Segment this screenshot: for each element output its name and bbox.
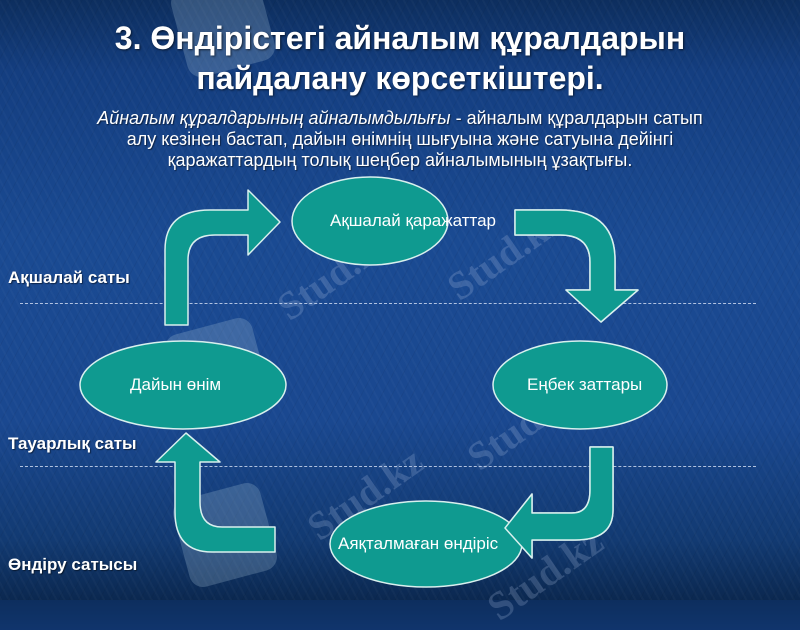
title-line-2: пайдалану көрсеткіштері. [196,60,604,96]
stage-label-commodity: Тауарлық саты [8,434,137,453]
definition-line-2: алу кезінен бастап, дайын өнімнің шығуын… [126,129,674,149]
node-finished-label: Дайын өнім [130,375,222,394]
node-labor-label: Еңбек заттары [527,375,643,394]
definition-line-3: қаражаттардың толық шеңбер айналымының ұ… [167,150,633,170]
arrow-labor-to-unfinished-tip [504,446,614,559]
stage-label-production: Өндіру сатысы [8,555,138,574]
stage-divider-2 [20,466,756,467]
definition-line-1: айналым құралдарын сатып [466,108,703,128]
node-labor-shape [492,340,668,430]
title-line-1: 3. Өндірістегі айналым құралдарын [114,20,686,56]
arrow-finished-to-cash [164,189,281,326]
cycle-diagram [79,176,668,588]
arrow-overlay [504,209,639,559]
node-unfinished-label: Аяқталмаған өндіріс [338,534,499,553]
slide-title: 3. Өндірістегі айналым құралдарын пайдал… [0,18,800,98]
definition-text: Айналым құралдарының айналымдылығы - айн… [20,108,780,171]
arrow-cash-to-labor-tail [514,209,639,323]
stage-label-money: Ақшалай саты [8,268,130,287]
arrow-unfinished-to-finished [155,432,276,553]
node-finished-shape [79,340,287,430]
definition-term: Айналым құралдарының айналымдылығы [97,108,451,128]
stage-divider-1 [20,303,756,304]
node-cash-shape [291,176,449,266]
node-cash-label: Ақшалай қаражаттар [330,211,497,230]
definition-separator: - [450,108,467,128]
